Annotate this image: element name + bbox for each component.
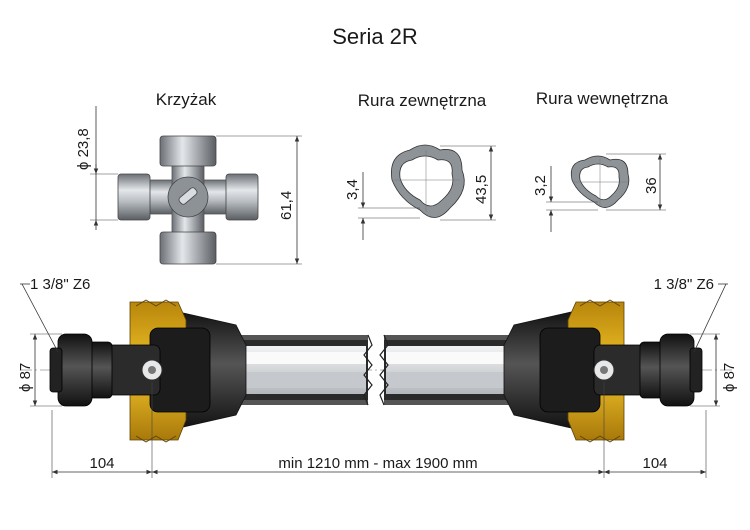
cross-diameter-label: ϕ 23,8 — [75, 128, 92, 170]
outer-tube-profile-icon — [391, 144, 465, 218]
outer-tube-size-label: 43,5 — [473, 175, 490, 204]
inner-tube-wall-label: 3,2 — [532, 175, 549, 196]
outer-tube-wall-label: 3,4 — [344, 179, 361, 200]
cross-label: Krzyżak — [156, 90, 217, 109]
left-length-label: 104 — [89, 455, 114, 472]
cross-joint-icon — [117, 135, 259, 265]
inner-tube-size-label: 36 — [643, 177, 660, 194]
left-yoke — [49, 333, 163, 407]
left-guard — [129, 299, 247, 443]
cross-diameter-dimension: ϕ 23,8 — [75, 106, 118, 230]
right-length-label: 104 — [642, 455, 667, 472]
left-spline-callout: 1 3/8" Z6 — [20, 276, 90, 353]
right-diameter-dimension: ϕ 87 — [690, 333, 738, 407]
tube-left-segment — [236, 334, 373, 406]
inner-tube-label: Rura wewnętrzna — [536, 89, 669, 108]
tube-right-segment — [379, 334, 518, 406]
total-length-label: min 1210 mm - max 1900 mm — [278, 455, 477, 472]
left-diameter-label: ϕ 87 — [17, 363, 34, 392]
left-diameter-dimension: ϕ 87 — [17, 333, 62, 407]
cross-length-label: 61,4 — [278, 191, 295, 220]
outer-tube-size-dimension: 43,5 — [440, 145, 496, 221]
cross-section: Krzyżak ϕ 23,8 — [75, 90, 302, 265]
inner-tube-wall-dimension: 3,2 — [532, 166, 598, 232]
page-title: Seria 2R — [332, 24, 418, 49]
outer-tube-label: Rura zewnętrzna — [358, 91, 487, 110]
right-yoke — [593, 333, 703, 407]
shaft-assembly: 1 3/8" Z6 1 3/8" Z6 ϕ 87 ϕ 87 — [17, 276, 738, 478]
outer-tube-section: Rura zewnętrzna 3,4 43,5 — [344, 91, 496, 240]
inner-tube-size-dimension: 36 — [606, 153, 666, 211]
inner-tube-profile-icon — [570, 155, 630, 208]
inner-tube-section: Rura wewnętrzna 3,2 36 — [532, 89, 669, 232]
outer-tube-wall-dimension: 3,4 — [344, 172, 420, 240]
length-dimensions: 104 min 1210 mm - max 1900 mm 104 — [51, 382, 707, 478]
right-diameter-label: ϕ 87 — [721, 363, 738, 392]
right-spline-label: 1 3/8" Z6 — [654, 276, 714, 293]
left-spline-label: 1 3/8" Z6 — [30, 276, 90, 293]
right-spline-callout: 1 3/8" Z6 — [654, 276, 728, 353]
cross-length-dimension: 61,4 — [216, 135, 302, 265]
